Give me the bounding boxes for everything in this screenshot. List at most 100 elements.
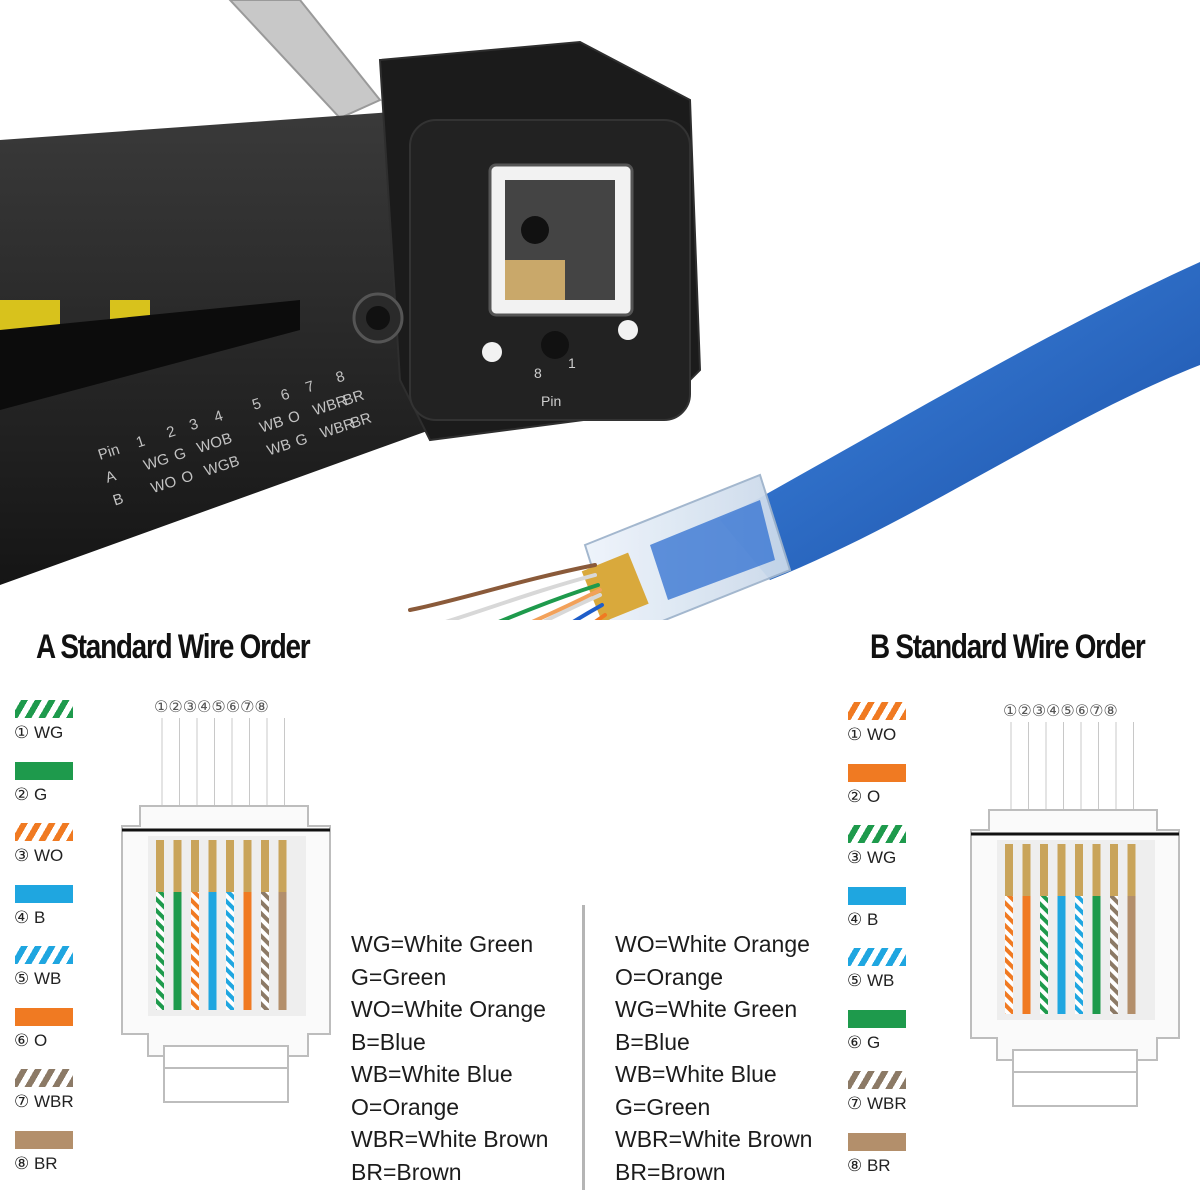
key-line: G=Green — [615, 1093, 711, 1120]
wire-swatch — [848, 825, 906, 843]
legend-label: ⑥ G — [847, 1032, 881, 1052]
wire-4 — [208, 892, 217, 1010]
dot-icon — [618, 320, 638, 340]
wire-3 — [191, 892, 199, 1010]
tool-marking-row-b: O — [179, 467, 195, 487]
legend-label: ⑤ WB — [847, 971, 895, 990]
standard-b-connector-diagram: ①②③④⑤⑥⑦⑧ — [970, 701, 1180, 1107]
gold-contact — [191, 840, 199, 892]
die-pin-1: 1 — [568, 355, 576, 371]
wire-swatch — [848, 886, 906, 905]
wire-6 — [1092, 896, 1101, 1014]
key-line: WB=White Blue — [615, 1061, 777, 1087]
legend-label: ③ WO — [14, 846, 64, 865]
standard-a-connector-diagram: ①②③④⑤⑥⑦⑧ — [121, 697, 331, 1103]
key-line: O=Orange — [351, 1093, 460, 1120]
wire-7 — [1110, 896, 1118, 1014]
legend-item: ④ B — [12, 881, 122, 943]
wire-6 — [243, 892, 252, 1010]
legend-label: ⑦ WBR — [847, 1094, 907, 1113]
legend-item: ⑥ O — [12, 1004, 122, 1066]
wire-swatch — [848, 1009, 906, 1028]
wire-swatch — [848, 1071, 906, 1089]
gold-contact — [156, 840, 164, 892]
gold-contact — [1092, 844, 1101, 896]
key-line: WG=White Green — [615, 996, 798, 1022]
key-line: BR=Brown — [351, 1158, 462, 1185]
wire-3 — [1040, 896, 1048, 1014]
gold-contact — [1040, 844, 1048, 896]
legend-item: ⑤ WB — [845, 944, 955, 1006]
key-line: B=Blue — [351, 1028, 426, 1055]
gold-contact — [1005, 844, 1013, 896]
rj45-latch — [1012, 1049, 1138, 1073]
legend-item: ⑧ BR — [12, 1127, 122, 1189]
legend-label: ④ B — [847, 909, 879, 929]
gold-contact — [1075, 844, 1083, 896]
pin-header: ①②③④⑤⑥⑦⑧ — [154, 697, 269, 716]
legend-item: ③ WG — [845, 821, 955, 883]
screw-icon — [541, 331, 569, 359]
legend-item: ⑥ G — [845, 1006, 955, 1068]
legend-label: ② G — [14, 784, 48, 804]
legend-label: ⑤ WB — [14, 969, 62, 988]
die-pin-label: Pin — [541, 393, 561, 409]
tool-marking-row-b: WB — [265, 436, 293, 460]
wire-8 — [1127, 896, 1136, 1014]
key-line: O=Orange — [615, 963, 724, 990]
gold-contact — [1057, 844, 1066, 896]
wire-8 — [278, 892, 287, 1010]
gold-contact — [226, 840, 234, 892]
legend-item: ⑧ BR — [845, 1129, 955, 1191]
legend-item: ③ WO — [12, 819, 122, 881]
gold-contact — [243, 840, 252, 892]
wire-swatch — [15, 823, 73, 841]
wire-4 — [1057, 896, 1066, 1014]
wire-5 — [1075, 896, 1083, 1014]
pin-header: ①②③④⑤⑥⑦⑧ — [1003, 701, 1118, 720]
legend-item: ④ B — [845, 883, 955, 945]
tool-marking-row-b: G — [293, 430, 309, 450]
tool-marking-row-a: WB — [257, 413, 285, 437]
key-line: WBR=White Brown — [615, 1126, 813, 1152]
gold-contact — [1127, 844, 1136, 896]
key-line: B=Blue — [615, 1028, 690, 1055]
tool-marking-row-a: BR — [341, 387, 366, 410]
legend-label: ④ B — [14, 907, 46, 927]
legend-item: ① WO — [845, 698, 955, 760]
die-pin-8: 8 — [534, 365, 542, 381]
pivot-bolt-icon — [366, 306, 390, 330]
tool-jaw-slot — [0, 300, 300, 410]
wire-swatch — [848, 1132, 906, 1151]
standard-a-legend: ① WG ② G ③ WO ④ B ⑤ WB ⑥ O ⑦ WBR ⑧ BR — [12, 696, 122, 1188]
wire-swatch — [15, 884, 73, 903]
tool-marking-row-b: B — [111, 490, 126, 509]
gold-contact — [208, 840, 217, 892]
die-contacts — [505, 260, 565, 300]
legend-label: ③ WG — [847, 848, 897, 867]
legend-label: ① WO — [847, 725, 897, 744]
gold-contact — [173, 840, 182, 892]
tool-marking-row-pin: Pin — [96, 441, 122, 464]
tool-marking-row-b: BR — [349, 410, 374, 433]
grey-cable — [228, 0, 382, 120]
gold-contact — [1110, 844, 1118, 896]
legend-item: ⑦ WBR — [12, 1065, 122, 1127]
wire-1 — [156, 892, 164, 1010]
standard-a-title: A Standard Wire Order — [36, 628, 311, 666]
dot-icon — [482, 342, 502, 362]
key-line: BR=Brown — [615, 1158, 726, 1185]
tool-marking-row-a: A — [103, 467, 118, 486]
rj45-latch — [163, 1045, 289, 1069]
legend-item: ② G — [12, 758, 122, 820]
plug-cable-end — [650, 500, 775, 600]
legend-label: ① WG — [14, 723, 64, 742]
legend-item: ② O — [845, 760, 955, 822]
legend-label: ⑧ BR — [14, 1153, 58, 1173]
wire-swatch — [848, 948, 906, 966]
key-line: WB=White Blue — [351, 1061, 513, 1087]
gold-contact — [261, 840, 269, 892]
legend-label: ⑥ O — [14, 1030, 48, 1050]
